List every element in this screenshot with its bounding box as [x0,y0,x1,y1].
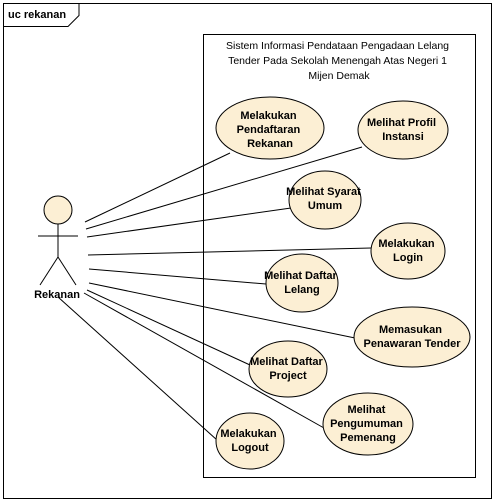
use-case-line: Lelang [284,284,319,296]
use-case-line: Logout [231,442,269,454]
system-boundary [203,34,476,478]
use-case-line: Instansi [382,131,424,143]
use-case-penawaran-tender: Memasukan Penawaran Tender [353,306,471,368]
use-case-line: Project [269,370,307,382]
use-case-ellipse [215,412,285,470]
use-case-line: Melakukan [220,428,277,440]
actor-rekanan [38,195,78,286]
association-line [85,146,363,230]
association-line [87,247,372,256]
actor-head [43,195,73,225]
use-case-daftar-lelang: Melihat Daftar Lelang [264,253,340,313]
association-line [86,207,292,238]
diagram-frame [3,3,492,499]
use-case-logout: Melakukan Logout [215,412,285,470]
use-case-line: Umum [308,200,342,212]
use-case-label: Melihat Daftar Lelang [264,270,340,296]
actor-label: Rekanan [34,289,80,301]
association-line [57,296,218,441]
use-case-label: Melakukan Logout [220,428,279,454]
use-case-line: Pengumuman [330,418,403,430]
use-case-line: Melakukan [240,110,297,122]
use-case-daftar-project: Melihat Daftar Project [248,340,328,398]
use-case-line: Melihat Daftar [250,356,323,368]
association-line [88,282,356,339]
use-case-line: Login [393,252,423,264]
use-case-login: Melakukan Login [370,222,446,280]
use-case-ellipse [288,170,362,230]
association-line [88,268,267,285]
use-case-label: Melakukan Pendaftaran Rekanan [237,110,304,150]
use-case-line: Memasukan [379,324,442,336]
use-case-label: Melihat Syarat Umum [286,186,364,212]
frame-label: uc rekanan [8,9,66,21]
use-case-label: Memasukan Penawaran Tender [364,324,462,350]
association-line [83,292,325,429]
use-case-line: Melihat Daftar [264,270,337,282]
use-case-ellipse [370,222,446,280]
system-title-line: Tender Pada Sekolah Menengah Atas Negeri… [228,55,447,67]
system-title-line: Sistem Informasi Pendataan Pengadaan Lel… [226,40,449,52]
use-case-ellipse [215,96,325,160]
use-case-ellipse [265,253,339,313]
use-case-syarat-umum: Melihat Syarat Umum [286,170,364,230]
actor-right-leg [57,256,77,286]
use-case-line: Rekanan [247,138,293,150]
use-case-profil-instansi: Melihat Profil Instansi [357,100,449,160]
use-case-line: Penawaran Tender [364,338,462,350]
use-case-ellipse [357,100,449,160]
system-title-line: Mijen Demak [308,70,370,82]
use-case-line: Melihat Syarat [286,186,361,198]
use-case-line: Melihat [348,404,386,416]
use-case-pengumuman-pemenang: Melihat Pengumuman Pemenang [322,392,414,456]
use-case-line: Melihat Profil [367,117,436,129]
associations [57,146,372,441]
use-case-line: Pendaftaran [237,124,301,136]
association-line [84,152,231,223]
use-case-label: Melihat Profil Instansi [367,117,439,143]
actor-left-leg [39,256,59,286]
association-line [86,289,251,366]
use-case-label: Melihat Daftar Project [250,356,326,382]
use-case-line: Melakukan [378,238,435,250]
use-case-ellipse [322,392,414,456]
system-title: Sistem Informasi Pendataan Pengadaan Lel… [226,40,452,82]
use-case-pendaftaran: Melakukan Pendaftaran Rekanan [215,96,325,160]
use-case-ellipse [353,306,471,368]
frame-tab [3,3,80,27]
use-case-label: Melakukan Login [378,238,437,264]
use-case-line: Pemenang [340,432,396,444]
use-case-ellipse [248,340,328,398]
use-case-label: Melihat Pengumuman Pemenang [330,404,406,444]
